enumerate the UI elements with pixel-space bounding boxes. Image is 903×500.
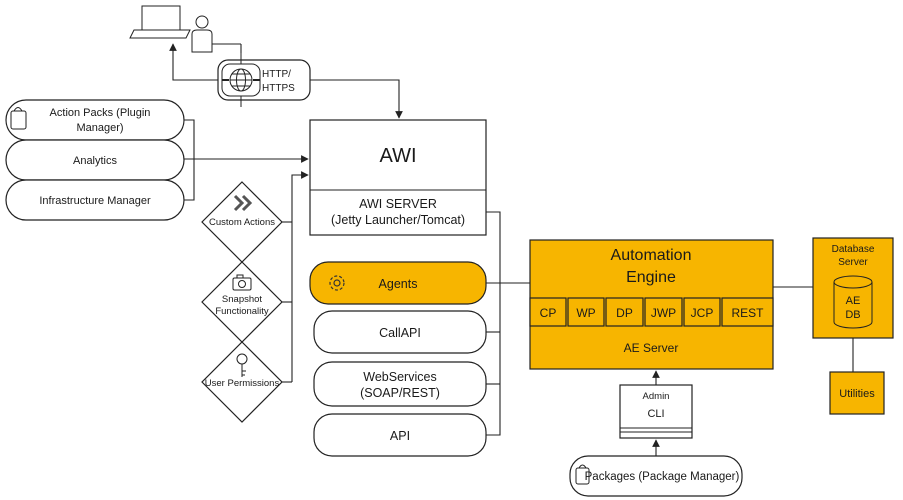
cli-label: CLI <box>647 408 664 420</box>
process-cells <box>529 297 774 327</box>
action-packs-label-line2: Manager) <box>76 122 123 134</box>
process-label: WP <box>576 306 595 320</box>
ae-db-label-line2: DB <box>845 309 860 321</box>
gear-icon <box>329 275 345 291</box>
webservices-label-line2: (SOAP/REST) <box>360 386 440 400</box>
utilities-label: Utilities <box>839 388 875 400</box>
process-label: JWP <box>651 306 676 320</box>
arrow-to-laptop <box>169 43 218 81</box>
package-bag-icon <box>575 464 590 485</box>
user-icon <box>191 15 213 53</box>
ae-db-label-line1: AE <box>846 295 861 307</box>
infrastructure-manager-label: Infrastructure Manager <box>39 195 151 207</box>
laptop-icon <box>129 5 191 39</box>
snapshot-label-line2: Functionality <box>215 306 269 317</box>
process-label: DP <box>616 306 633 320</box>
arrow-to-awi <box>310 79 403 119</box>
awi-box <box>309 119 487 236</box>
analytics-label: Analytics <box>73 155 118 167</box>
process-cell <box>683 297 721 327</box>
agents-label: Agents <box>379 277 418 291</box>
user-permissions-label: User Permissions <box>205 378 280 389</box>
camera-icon <box>232 274 252 291</box>
process-cell <box>529 297 567 327</box>
process-cell <box>644 297 683 327</box>
globe-icon <box>222 53 260 107</box>
api-label: API <box>390 429 410 443</box>
webservices-label-line1: WebServices <box>363 370 436 384</box>
process-label: CP <box>540 306 557 320</box>
plugin-bag-icon <box>10 107 27 130</box>
process-label: JCP <box>691 306 714 320</box>
packages-label: Packages (Package Manager) <box>585 471 740 483</box>
database-title-line1: Database <box>832 244 875 255</box>
awi-title: AWI <box>379 145 416 167</box>
awi-server-label: AWI SERVER <box>359 197 437 211</box>
chevrons-icon <box>233 194 253 212</box>
process-label: REST <box>731 306 764 320</box>
process-cell <box>567 297 605 327</box>
action-packs-label-line1: Action Packs (Plugin <box>50 107 151 119</box>
bracket-left-panel <box>184 119 195 201</box>
database-cylinder-icon <box>833 275 873 329</box>
engine-title-line1: Automation <box>611 247 692 264</box>
snapshot-label-line1: Snapshot <box>222 294 263 305</box>
protocol-label-line1: HTTP/ <box>262 69 291 80</box>
user-permissions-diamond[interactable] <box>201 341 283 423</box>
protocol-label-line2: HTTPS <box>262 83 295 94</box>
admin-cli-box[interactable] <box>619 384 693 439</box>
utilities-box[interactable] <box>829 371 885 415</box>
admin-label: Admin <box>643 391 670 402</box>
key-icon <box>236 353 248 377</box>
process-cell <box>721 297 774 327</box>
ae-server-label: AE Server <box>624 341 679 355</box>
database-title-line2: Server <box>838 257 868 268</box>
awi-server-detail: (Jetty Launcher/Tomcat) <box>331 213 465 227</box>
process-cell <box>605 297 644 327</box>
connector-awi-server-bus <box>486 211 501 436</box>
arrow-features-to-awi <box>291 171 309 382</box>
action-packs-pill[interactable] <box>5 99 185 141</box>
callapi-label: CallAPI <box>379 326 421 340</box>
engine-title-line2: Engine <box>626 269 676 286</box>
custom-actions-label: Custom Actions <box>209 217 275 228</box>
